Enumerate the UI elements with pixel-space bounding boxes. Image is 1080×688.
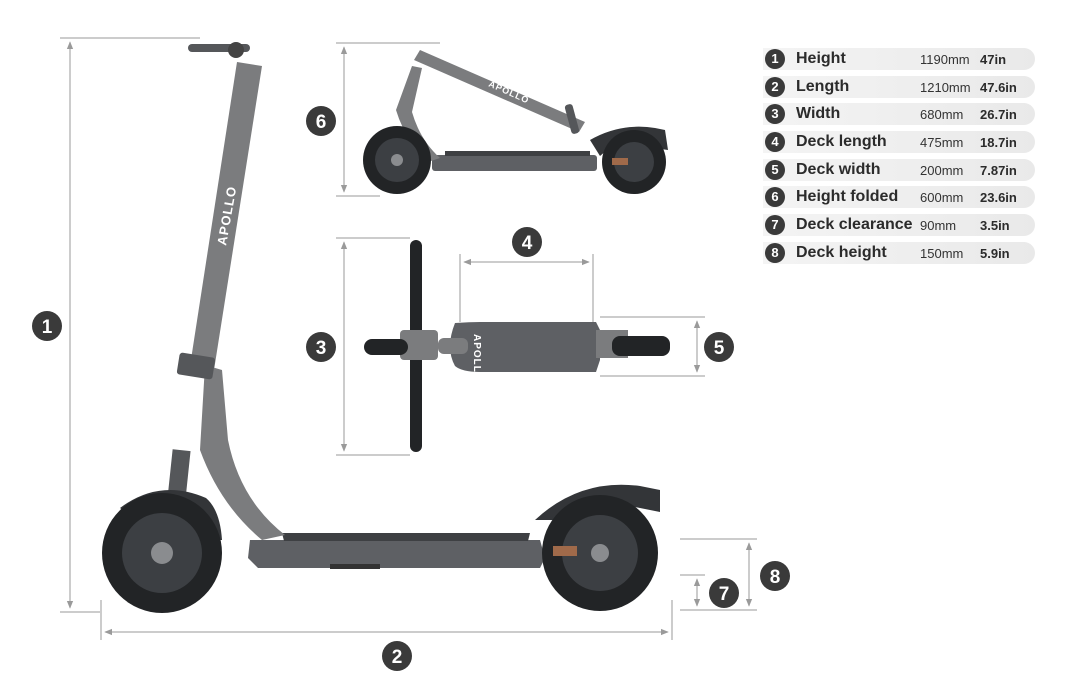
spec-badge: 5 [765, 159, 785, 180]
spec-badge: 3 [765, 104, 785, 125]
badge-6: 6 [306, 106, 336, 136]
spec-mm: 1190mm [920, 52, 970, 67]
badge-8: 8 [760, 561, 790, 591]
spec-in: 23.6in [980, 190, 1017, 206]
dimension-lines [60, 37, 757, 640]
scooter-side-view: APOLLO [102, 42, 660, 613]
spec-mm: 475mm [920, 135, 964, 151]
svg-text:6: 6 [316, 112, 327, 133]
spec-badge: 2 [765, 76, 785, 97]
spec-label: Length [796, 77, 850, 95]
spec-badge: 7 [765, 215, 785, 236]
svg-text:4: 4 [522, 233, 533, 254]
spec-in: 7.87in [980, 162, 1017, 178]
svg-text:2: 2 [392, 647, 403, 668]
spec-badge: 6 [765, 187, 785, 208]
spec-badge: 4 [765, 132, 785, 153]
svg-text:1: 1 [42, 317, 53, 338]
spec-label: Deck width [796, 160, 881, 178]
spec-row-height: 1 Height 1190mm 47in [763, 48, 1035, 70]
spec-mm: 90mm [920, 218, 957, 234]
spec-badge: 8 [765, 242, 785, 263]
spec-row-deck-length: 4 Deck length 475mm 18.7in [763, 131, 1035, 154]
spec-mm: 680mm [920, 107, 964, 123]
brand-logo-top: APOLLO [471, 334, 482, 382]
svg-text:7: 7 [719, 584, 730, 605]
spec-in: 47in [980, 52, 1007, 67]
spec-row-length: 2 Length 1210mm 47.6in [763, 75, 1035, 98]
badge-1: 1 [32, 311, 62, 341]
scooter-top-view: APOLLO [364, 240, 670, 452]
spec-label: Height [796, 50, 846, 67]
spec-in: 5.9in [980, 245, 1010, 261]
spec-label: Width [796, 105, 841, 123]
spec-badge: 1 [765, 49, 785, 69]
badge-2: 2 [382, 641, 412, 671]
spec-in: 3.5in [980, 218, 1010, 234]
badge-4: 4 [512, 227, 542, 257]
spec-row-height-folded: 6 Height folded 600mm 23.6in [763, 186, 1035, 209]
svg-text:8: 8 [770, 567, 781, 588]
spec-label: Deck clearance [796, 216, 913, 234]
spec-mm: 600mm [920, 190, 964, 206]
badge-7: 7 [709, 578, 739, 608]
spec-row-deck-width: 5 Deck width 200mm 7.87in [763, 158, 1035, 181]
spec-mm: 200mm [920, 162, 964, 178]
spec-table: 1 Height 1190mm 47in 2 Length 1210mm 47.… [763, 48, 1035, 270]
spec-row-deck-height: 8 Deck height 150mm 5.9in [763, 241, 1035, 264]
spec-label: Height folded [796, 188, 899, 206]
svg-text:5: 5 [714, 338, 725, 359]
badge-5: 5 [704, 332, 734, 362]
spec-label: Deck height [796, 243, 887, 261]
badge-3: 3 [306, 332, 336, 362]
spec-label: Deck length [796, 133, 887, 151]
spec-mm: 1210mm [920, 79, 971, 95]
spec-in: 18.7in [980, 135, 1017, 151]
spec-in: 26.7in [980, 107, 1017, 123]
svg-text:3: 3 [316, 338, 327, 359]
scooter-folded-view: APOLLO [363, 50, 668, 194]
spec-row-deck-clearance: 7 Deck clearance 90mm 3.5in [763, 214, 1035, 237]
spec-mm: 150mm [920, 245, 964, 261]
spec-row-width: 3 Width 680mm 26.7in [763, 103, 1035, 126]
spec-in: 47.6in [980, 79, 1017, 95]
